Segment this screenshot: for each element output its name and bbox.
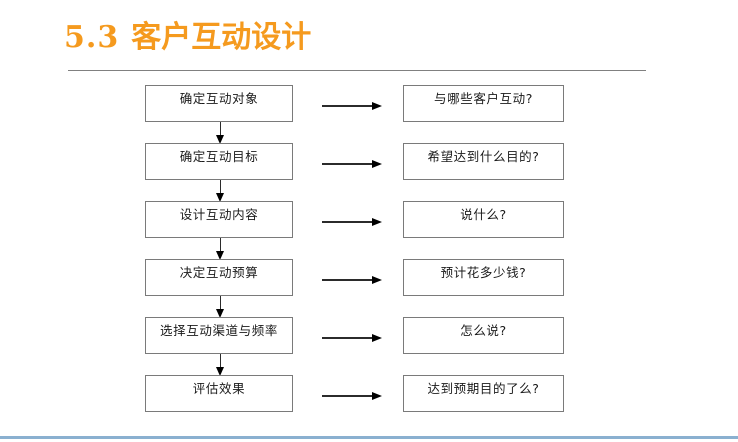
- vertical-arrow-icon: [216, 122, 225, 144]
- horizontal-arrow-icon: [322, 160, 382, 169]
- vertical-arrow-icon: [216, 180, 225, 202]
- question-box-label: 怎么说?: [460, 323, 507, 338]
- flow-row: 决定互动预算 预计花多少钱?: [0, 259, 738, 318]
- process-box-label: 决定互动预算: [179, 265, 259, 280]
- question-box-label: 希望达到什么目的?: [427, 149, 540, 164]
- vertical-arrow-icon: [216, 354, 225, 376]
- question-box[interactable]: 希望达到什么目的?: [403, 143, 564, 180]
- question-box-label: 达到预期目的了么?: [427, 381, 540, 396]
- process-box-step[interactable]: 评估效果: [145, 375, 293, 412]
- horizontal-arrow-icon: [322, 392, 382, 401]
- question-box[interactable]: 达到预期目的了么?: [403, 375, 564, 412]
- question-box-label: 预计花多少钱?: [440, 265, 527, 280]
- flow-row: 选择互动渠道与频率 怎么说?: [0, 317, 738, 376]
- process-box-label: 确定互动对象: [179, 91, 259, 106]
- process-box-label: 评估效果: [192, 381, 246, 396]
- horizontal-arrow-icon: [322, 334, 382, 343]
- question-box[interactable]: 与哪些客户互动?: [403, 85, 564, 122]
- title-underline-rule: [68, 70, 646, 71]
- question-box[interactable]: 预计花多少钱?: [403, 259, 564, 296]
- flow-row: 设计互动内容 说什么?: [0, 201, 738, 260]
- question-box-label: 与哪些客户互动?: [434, 91, 533, 106]
- question-box-label: 说什么?: [460, 207, 507, 222]
- process-box-step[interactable]: 确定互动对象: [145, 85, 293, 122]
- horizontal-arrow-icon: [322, 218, 382, 227]
- page-title-number: 5.3: [64, 20, 120, 55]
- page-title-text: 客户互动设计: [131, 20, 312, 55]
- process-box-label: 选择互动渠道与频率: [160, 323, 278, 338]
- process-box-step[interactable]: 确定互动目标: [145, 143, 293, 180]
- vertical-arrow-icon: [216, 296, 225, 318]
- process-box-label: 确定互动目标: [179, 149, 259, 164]
- flow-row: 确定互动对象 与哪些客户互动?: [0, 85, 738, 144]
- process-box-step[interactable]: 决定互动预算: [145, 259, 293, 296]
- horizontal-arrow-icon: [322, 102, 382, 111]
- process-box-label: 设计互动内容: [179, 207, 259, 222]
- process-box-step[interactable]: 设计互动内容: [145, 201, 293, 238]
- flow-row: 确定互动目标 希望达到什么目的?: [0, 143, 738, 202]
- footer-accent-bar: [0, 436, 738, 439]
- horizontal-arrow-icon: [322, 276, 382, 285]
- process-box-step[interactable]: 选择互动渠道与频率: [145, 317, 293, 354]
- question-box[interactable]: 怎么说?: [403, 317, 564, 354]
- vertical-arrow-icon: [216, 238, 225, 260]
- question-box[interactable]: 说什么?: [403, 201, 564, 238]
- flow-row: 评估效果 达到预期目的了么?: [0, 375, 738, 433]
- page-title: 5.3 客户互动设计: [64, 18, 311, 58]
